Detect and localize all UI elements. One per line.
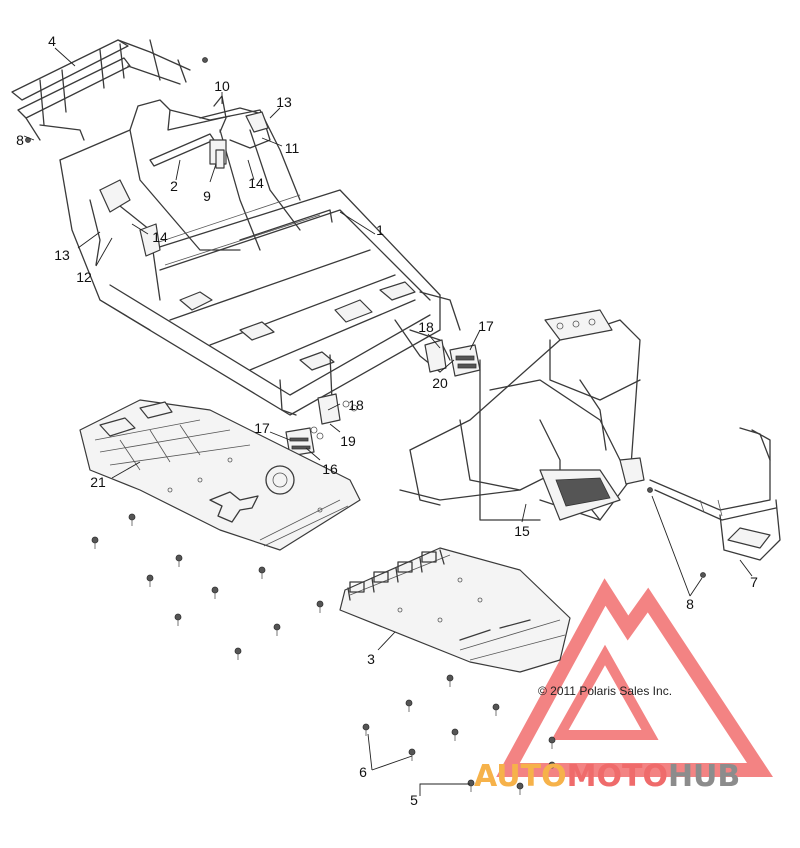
callout-label: 3 [367,651,375,667]
watermark-logo-triangle [496,578,773,777]
callout-label: 1 [376,222,384,238]
callout-label: 7 [750,574,758,590]
callout-label: 11 [284,140,300,156]
callout-label: 18 [418,319,434,335]
callout-label: 12 [76,269,92,285]
callout-label: 14 [248,175,264,191]
watermark-moto: MOTO [566,759,668,794]
callout-label: 20 [432,375,448,391]
part-3-skid-plate-front [339,547,571,673]
callout-label: 18 [348,397,364,413]
callout-label: 19 [340,433,356,449]
callout-label: 4 [48,33,56,49]
leader-lines [23,47,753,796]
watermark-hub: HUB [667,759,741,794]
callout-label: 17 [478,318,494,334]
copyright-notice: © 2011 Polaris Sales Inc. [538,684,673,698]
part-1-main-frame [59,95,461,416]
callout-label: 2 [170,178,178,194]
fasteners-5-6 [25,57,706,795]
callout-label: 15 [514,523,530,539]
watermark-auto: AUTO [474,759,567,794]
callout-label: 5 [410,792,418,808]
part-21-skid-plate-rear [79,399,361,551]
callout-label: 17 [254,420,270,436]
callout-label: 14 [152,229,168,245]
callout-label: 21 [90,474,106,490]
callout-label: 6 [359,764,367,780]
callout-label: 9 [203,188,211,204]
watermark-text: AUTOMOTOHUB [474,762,740,792]
callout-label: 10 [214,78,230,94]
part-4-rear-cross-bar [11,39,191,141]
callout-label: 8 [16,132,24,148]
part-15-front-frame [399,309,645,521]
callout-label: 13 [276,94,292,110]
callout-label: 16 [322,461,338,477]
callout-label: 13 [54,247,70,263]
callout-label: 8 [686,596,694,612]
part-7-front-bumper [649,427,781,561]
